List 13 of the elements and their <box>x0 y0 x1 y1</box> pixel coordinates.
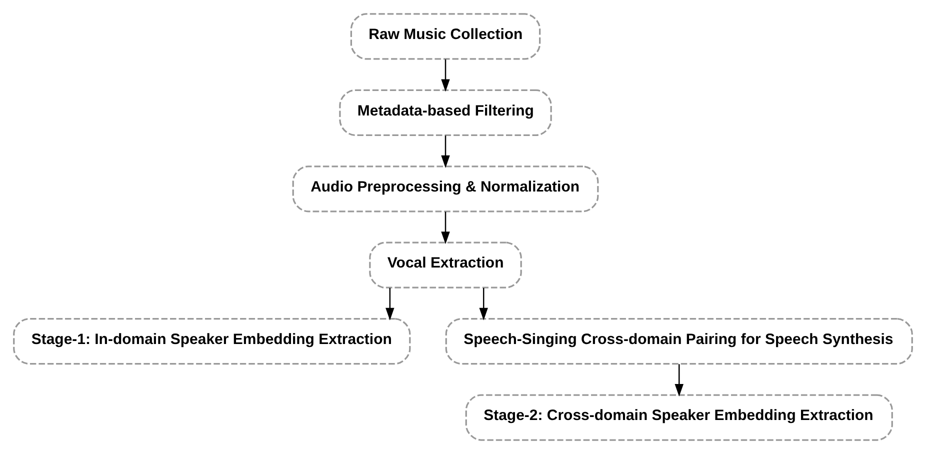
arrow <box>441 212 450 244</box>
node-box: Stage-2: Cross-domain Speaker Embedding Extraction <box>465 394 893 441</box>
arrow <box>441 59 450 92</box>
node-box: Vocal Extraction <box>369 242 522 288</box>
node-box: Metadata-based Filtering <box>339 89 552 136</box>
node-box: Raw Music Collection <box>350 13 541 60</box>
node-box: Speech-Singing Cross-domain Pairing for Speech Synthesis <box>445 318 913 365</box>
node-box: Stage-1: In-domain Speaker Embedding Extraction <box>13 318 411 365</box>
arrow <box>441 136 450 168</box>
arrow <box>386 288 394 320</box>
node-box: Audio Preprocessing & Normalization <box>292 166 599 212</box>
arrow <box>674 364 684 397</box>
arrow <box>479 288 488 320</box>
